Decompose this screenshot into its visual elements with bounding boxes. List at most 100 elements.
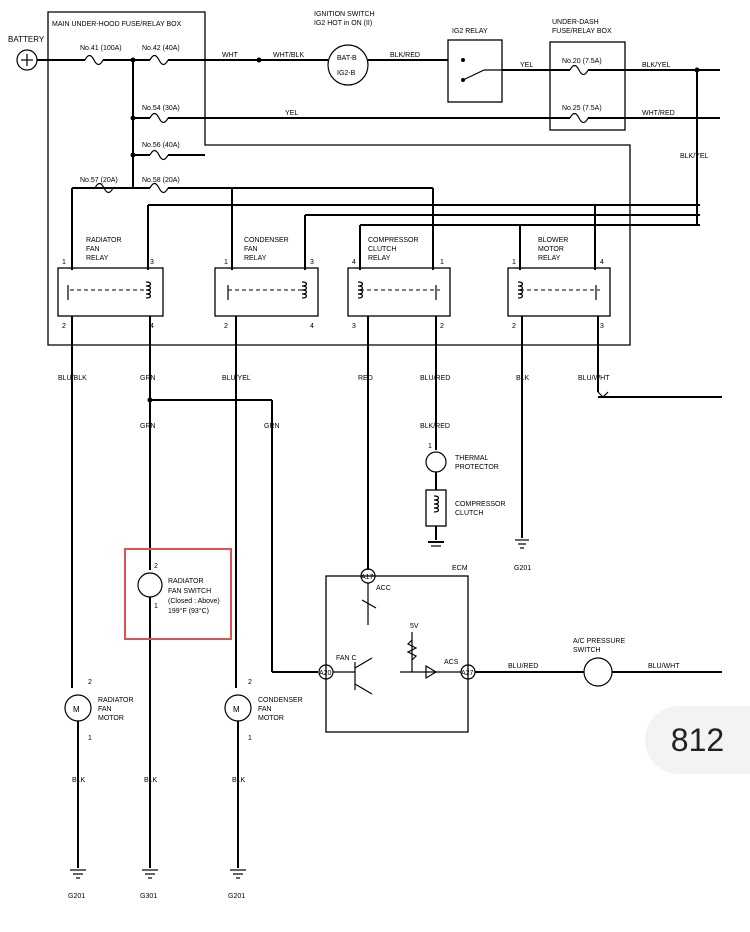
- svg-text:FAN: FAN: [244, 246, 258, 253]
- svg-text:CONDENSER: CONDENSER: [258, 697, 303, 704]
- svg-text:FUSE/RELAY BOX: FUSE/RELAY BOX: [552, 28, 612, 35]
- svg-text:1: 1: [88, 735, 92, 742]
- svg-text:IGNITION SWITCH: IGNITION SWITCH: [314, 11, 375, 18]
- svg-text:SWITCH: SWITCH: [573, 647, 601, 654]
- fuse-56: No.56 (40A): [142, 142, 180, 161]
- fuse-58: No.58 (20A): [142, 177, 180, 194]
- ground-g201-left: G201: [68, 869, 86, 900]
- ignition-switch: BAT-B IG2-B IGNITION SWITCH IG2 HOT in O…: [314, 11, 375, 86]
- ecm: ECM A17 ACC A20 FAN C 5V ACS A27: [318, 565, 476, 733]
- svg-text:2: 2: [154, 563, 158, 570]
- svg-text:BLU/RED: BLU/RED: [508, 663, 538, 670]
- svg-text:MOTOR: MOTOR: [538, 246, 564, 253]
- svg-text:A17: A17: [361, 574, 374, 581]
- fuse-41: No.41 (100A): [80, 45, 122, 66]
- svg-text:COMPRESSOR: COMPRESSOR: [455, 501, 506, 508]
- ground-g201-right: G201: [228, 869, 246, 900]
- svg-text:BLK: BLK: [232, 777, 246, 784]
- fuse-42: No.42 (40A): [142, 45, 180, 66]
- svg-text:RADIATOR: RADIATOR: [98, 697, 134, 704]
- svg-text:No.25 (7.5A): No.25 (7.5A): [562, 105, 602, 112]
- svg-text:1: 1: [248, 735, 252, 742]
- svg-text:No.56 (40A): No.56 (40A): [142, 142, 180, 149]
- svg-text:4: 4: [352, 259, 356, 266]
- svg-text:RELAY: RELAY: [244, 255, 267, 262]
- svg-text:4: 4: [600, 259, 604, 266]
- svg-text:FAN: FAN: [86, 246, 100, 253]
- main-fuse-box-outline: [47, 11, 631, 346]
- svg-text:A/C PRESSURE: A/C PRESSURE: [573, 638, 625, 645]
- svg-text:WHT/RED: WHT/RED: [642, 110, 675, 117]
- svg-text:2: 2: [224, 323, 228, 330]
- svg-text:G201: G201: [228, 893, 245, 900]
- svg-text:199°F (93°C): 199°F (93°C): [168, 607, 209, 615]
- svg-text:BLU/WHT: BLU/WHT: [648, 663, 680, 670]
- svg-text:GRN: GRN: [140, 375, 156, 382]
- svg-text:ACC: ACC: [376, 585, 391, 592]
- svg-text:No.41 (100A): No.41 (100A): [80, 45, 122, 52]
- svg-text:A27: A27: [461, 670, 474, 677]
- svg-text:3: 3: [600, 323, 604, 330]
- svg-text:THERMAL: THERMAL: [455, 455, 489, 462]
- svg-text:2: 2: [248, 679, 252, 686]
- svg-text:2: 2: [62, 323, 66, 330]
- svg-text:No.20 (7.5A): No.20 (7.5A): [562, 58, 602, 65]
- svg-text:M: M: [73, 705, 80, 714]
- svg-text:M: M: [233, 705, 240, 714]
- compressor-clutch-relay: COMPRESSOR CLUTCH RELAY 4 1 3 2: [347, 237, 451, 330]
- svg-text:A20: A20: [319, 670, 332, 677]
- svg-text:RELAY: RELAY: [538, 255, 561, 262]
- svg-text:BLK/RED: BLK/RED: [390, 52, 420, 59]
- svg-text:BLK: BLK: [516, 375, 530, 382]
- svg-text:3: 3: [352, 323, 356, 330]
- svg-text:FAN C: FAN C: [336, 655, 357, 662]
- svg-text:CLUTCH: CLUTCH: [368, 246, 396, 253]
- blower-motor-relay: BLOWER MOTOR RELAY 1 4 2 3: [507, 237, 611, 330]
- ig2-relay: IG2 RELAY: [447, 28, 503, 103]
- svg-text:IG2 HOT in ON (II): IG2 HOT in ON (II): [314, 20, 372, 27]
- svg-text:GRN: GRN: [264, 423, 280, 430]
- svg-text:2: 2: [512, 323, 516, 330]
- svg-text:BLU/RED: BLU/RED: [420, 375, 450, 382]
- svg-text:1: 1: [512, 259, 516, 266]
- svg-text:BLOWER: BLOWER: [538, 237, 568, 244]
- svg-text:G301: G301: [140, 893, 157, 900]
- svg-text:BLK/YEL: BLK/YEL: [642, 62, 671, 69]
- battery: BATTERY: [8, 35, 45, 71]
- condenser-fan-relay: CONDENSER FAN RELAY 1 3 2 4: [214, 237, 319, 330]
- svg-text:BLU/WHT: BLU/WHT: [578, 375, 610, 382]
- svg-text:RED: RED: [358, 375, 373, 382]
- svg-text:CONDENSER: CONDENSER: [244, 237, 289, 244]
- svg-text:No.57 (20A): No.57 (20A): [80, 177, 118, 184]
- svg-text:G201: G201: [514, 565, 531, 572]
- fuse-54: No.54 (30A): [142, 105, 180, 124]
- condenser-fan-motor: M 2 1 CONDENSER FAN MOTOR: [224, 679, 303, 742]
- ground-g201-blower: G201: [514, 539, 531, 572]
- svg-text:BLU/BLK: BLU/BLK: [58, 375, 87, 382]
- svg-text:COMPRESSOR: COMPRESSOR: [368, 237, 419, 244]
- svg-text:4: 4: [150, 323, 154, 330]
- svg-text:BLK: BLK: [144, 777, 158, 784]
- svg-text:No.58 (20A): No.58 (20A): [142, 177, 180, 184]
- svg-text:WHT/BLK: WHT/BLK: [273, 52, 304, 59]
- svg-text:2: 2: [440, 323, 444, 330]
- svg-text:No.42 (40A): No.42 (40A): [142, 45, 180, 52]
- svg-text:BLK/YEL: BLK/YEL: [680, 153, 709, 160]
- svg-text:BLU/YEL: BLU/YEL: [222, 375, 251, 382]
- svg-text:MAIN UNDER-HOOD FUSE/RELAY BOX: MAIN UNDER-HOOD FUSE/RELAY BOX: [52, 21, 182, 28]
- svg-text:RADIATOR: RADIATOR: [86, 237, 122, 244]
- svg-text:G201: G201: [68, 893, 85, 900]
- radiator-fan-switch-highlight: [124, 548, 232, 640]
- radiator-fan-motor: M 2 1 RADIATOR FAN MOTOR: [64, 679, 134, 742]
- svg-text:IG2-B: IG2-B: [337, 70, 356, 77]
- svg-text:MOTOR: MOTOR: [258, 715, 284, 722]
- svg-text:MOTOR: MOTOR: [98, 715, 124, 722]
- compressor-clutch: COMPRESSOR CLUTCH: [425, 489, 506, 527]
- ground-g301: G301: [140, 869, 158, 900]
- svg-text:GRN: GRN: [140, 423, 156, 430]
- svg-text:ECM: ECM: [452, 565, 468, 572]
- svg-text:FAN SWITCH: FAN SWITCH: [168, 588, 211, 595]
- svg-text:BATTERY: BATTERY: [8, 35, 45, 44]
- svg-text:BAT-B: BAT-B: [337, 55, 357, 62]
